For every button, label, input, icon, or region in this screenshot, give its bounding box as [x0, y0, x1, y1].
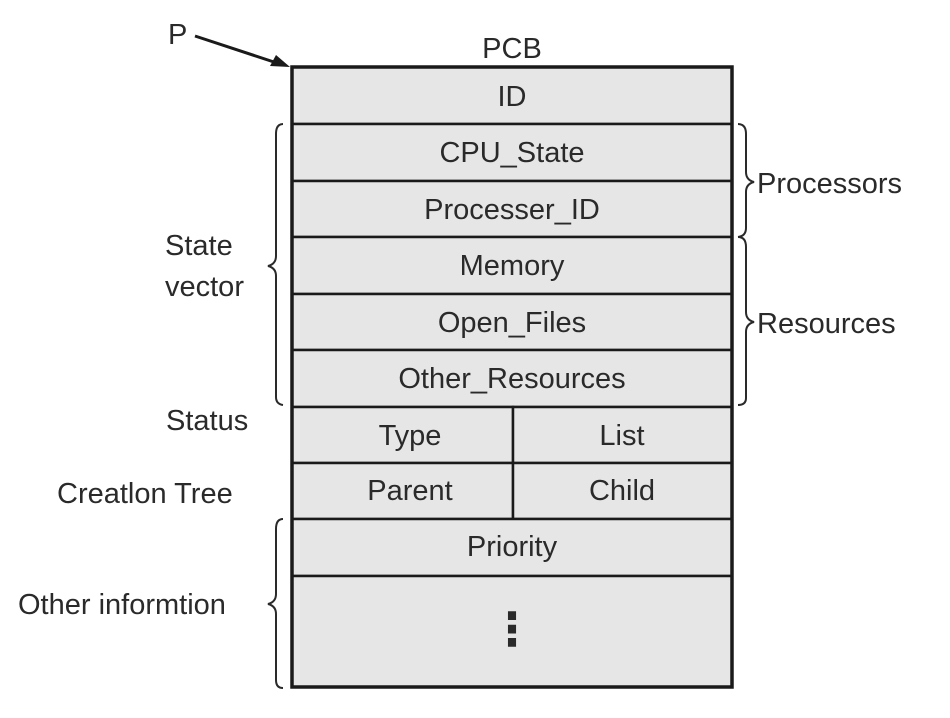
brace-processors [737, 123, 755, 238]
label-vector: vector [165, 271, 244, 303]
pcb-outer-border [290, 65, 734, 689]
label-other-information: Other informtion [18, 589, 226, 621]
left-braces [267, 123, 284, 689]
pointer-arrow-line [194, 34, 281, 66]
pointer-arrow-head [270, 55, 290, 67]
row-parent: Parent [367, 475, 452, 507]
label-creation-tree: Creatlon Tree [57, 478, 233, 510]
row-child: Child [589, 475, 655, 507]
row-list: List [599, 420, 644, 452]
right-braces [737, 123, 755, 406]
pcb-table [290, 65, 734, 689]
row-type: Type [379, 420, 442, 452]
row-open-files: Open_Files [438, 307, 586, 339]
row-other-resources: Other_Resources [398, 363, 625, 395]
brace-other-information [267, 518, 284, 689]
label-resources: Resources [757, 308, 896, 340]
cell-list [511, 405, 734, 465]
row-ellipsis: ⋮ [489, 603, 535, 655]
pcb-title: PCB [482, 33, 542, 65]
label-processors: Processors [757, 168, 902, 200]
label-status: Status [166, 405, 248, 437]
pointer-label: P [168, 19, 187, 51]
cell-more [290, 574, 734, 689]
row-priority: Priority [467, 531, 558, 563]
brace-resources [737, 236, 755, 406]
brace-state-vector [267, 123, 284, 406]
row-processor-id: Processer_ID [424, 194, 600, 226]
cell-child [511, 461, 734, 521]
cell-cpu-state [290, 122, 734, 183]
row-id: ID [498, 81, 527, 113]
row-memory: Memory [460, 250, 565, 282]
row-cpu-state: CPU_State [439, 137, 584, 169]
label-state: State [165, 230, 233, 262]
